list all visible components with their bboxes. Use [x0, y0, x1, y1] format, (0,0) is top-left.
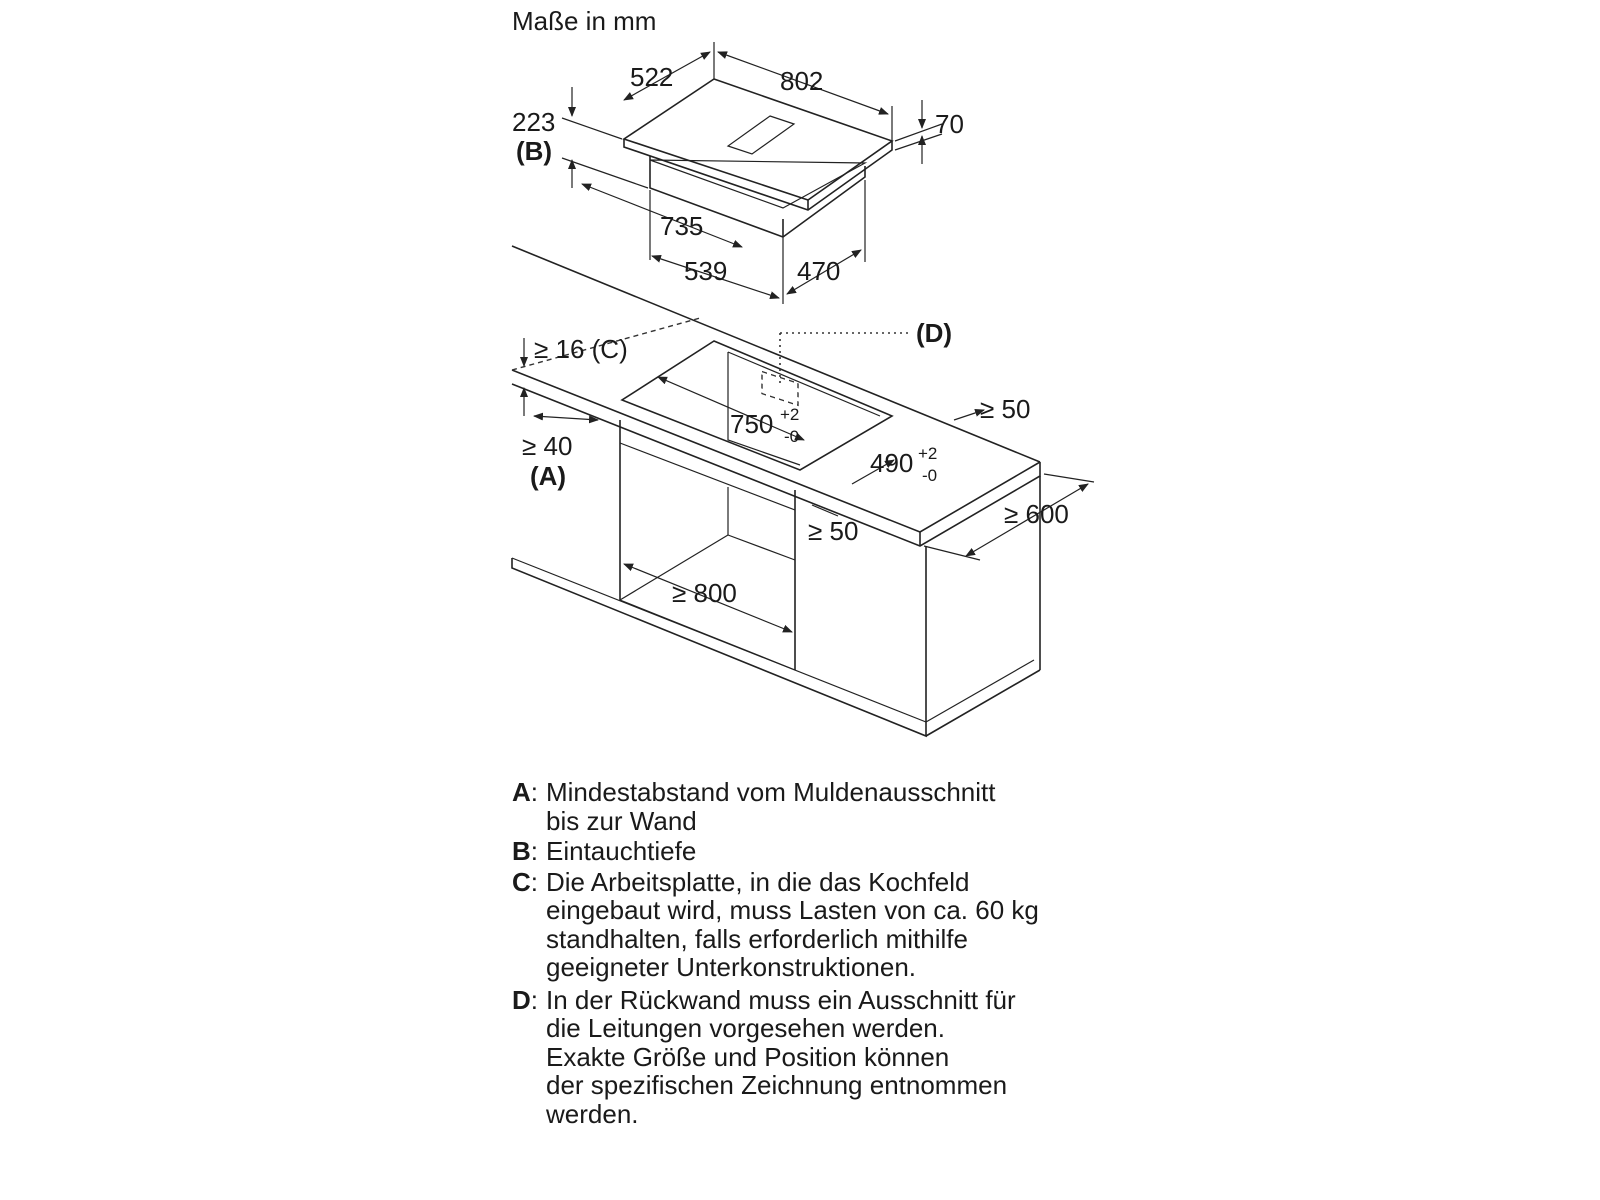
- dim-539: 539: [684, 256, 727, 286]
- dim-front-distance: ≥ 50: [808, 516, 858, 546]
- dim-cutout-width-tol-plus: +2: [780, 405, 799, 424]
- worktop-cabinet-drawing: [511, 245, 1041, 738]
- dim-cutout-width: 750: [730, 409, 773, 439]
- dim-worktop-depth: ≥ 600: [1004, 499, 1069, 529]
- note-line: werden.: [546, 1098, 639, 1129]
- dim-worktop-thickness: ≥ 16 (C): [534, 334, 628, 364]
- note-line: eingebaut wird, muss Lasten von ca. 60 k…: [546, 895, 1039, 925]
- note-key: B:: [512, 836, 539, 866]
- note-line: bis zur Wand: [546, 805, 697, 836]
- note-line: Eintauchtiefe: [546, 836, 697, 866]
- dim-522: 522: [630, 62, 673, 92]
- dim-side-distance-right: ≥ 50: [980, 394, 1030, 424]
- units-label: Maße in mm: [512, 6, 656, 36]
- dim-802: 802: [780, 66, 823, 96]
- dim-470: 470: [797, 256, 840, 286]
- note-line: Mindestabstand vom Muldenausschnitt: [546, 777, 996, 807]
- dim-cutout-depth-tol-minus: -0: [922, 466, 937, 485]
- installation-drawing: Maße in mm 522 802 70 223 (B: [511, 6, 1095, 738]
- rear-opening-ref: (D): [916, 318, 952, 348]
- note-line: der spezifischen Zeichnung entnommen: [546, 1070, 1008, 1100]
- note-d: D:In der Rückwand muss ein Ausschnitt fü…: [512, 984, 1152, 1129]
- note-text: Eintauchtiefe: [546, 837, 1152, 866]
- dim-cutout-depth-tol-plus: +2: [918, 444, 937, 463]
- note-line: Die Arbeitsplatte, in die das Kochfeld: [546, 866, 970, 897]
- note-b: B:Eintauchtiefe: [512, 837, 1152, 866]
- dim-wall-distance-ref: (A): [530, 461, 566, 491]
- note-c: C:Die Arbeitsplatte, in die das Kochfeld…: [512, 866, 1152, 982]
- note-key: C:: [512, 866, 539, 897]
- dim-cutout-width-tol-minus: -0: [784, 427, 799, 446]
- note-key: D:: [512, 984, 539, 1015]
- cutout-dimensions: ≥ 16 (C) ≥ 40 (A) 750 +2 -0 490 +2 -0 (D…: [520, 318, 1095, 633]
- dim-223: 223: [512, 107, 555, 137]
- note-key: A:: [512, 777, 539, 807]
- hob-dimensions: 522 802 70 223 (B) 735 539 470: [512, 42, 964, 304]
- dim-223-ref: (B): [516, 136, 552, 166]
- note-line: geeigneter Unterkonstruktionen.: [546, 952, 917, 982]
- note-line: In der Rückwand muss ein Ausschnitt für: [546, 984, 1016, 1015]
- dim-735: 735: [660, 211, 703, 241]
- dim-cabinet-width: ≥ 800: [672, 578, 737, 608]
- dim-70: 70: [935, 109, 964, 139]
- note-line: die Leitungen vorgesehen werden.: [546, 1013, 945, 1043]
- note-line: standhalten, falls erforderlich mithilfe: [546, 923, 968, 954]
- dim-wall-distance: ≥ 40: [522, 431, 572, 461]
- dim-cutout-depth: 490: [870, 448, 913, 478]
- note-line: Exakte Größe und Position können: [546, 1041, 950, 1072]
